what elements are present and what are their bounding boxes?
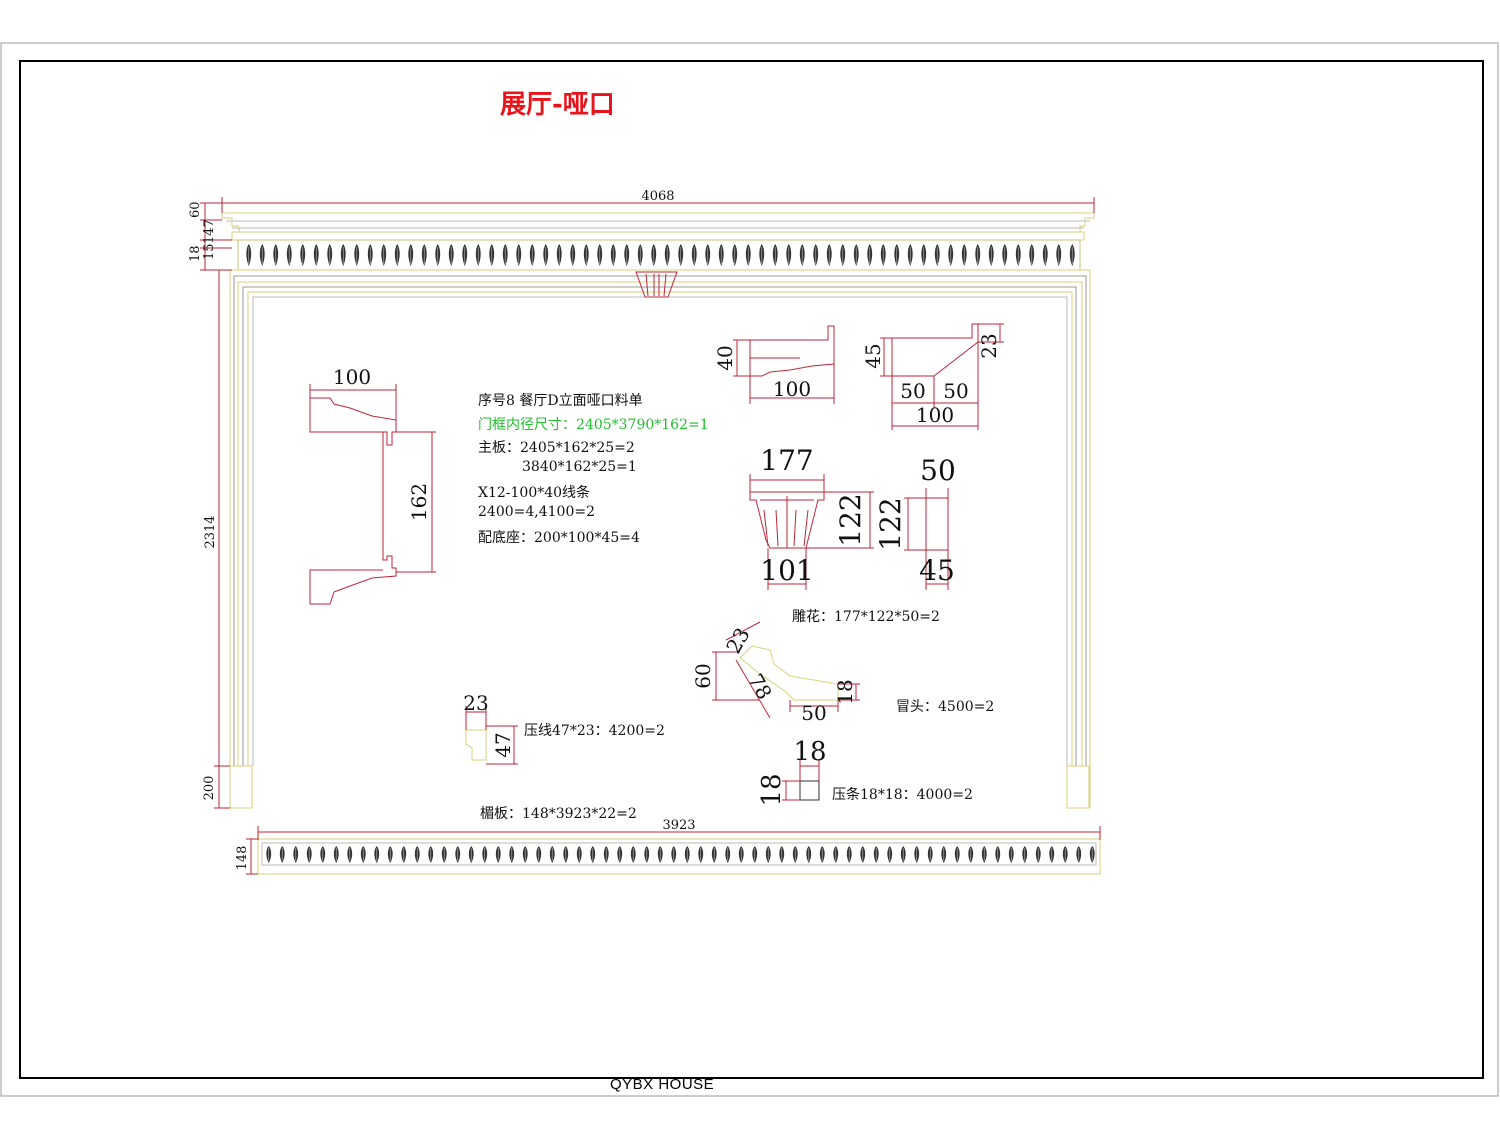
dim-bottom-width: 3923 (662, 818, 695, 833)
jamb-section (309, 384, 436, 605)
lintel-board (257, 838, 1101, 875)
carving-front (749, 474, 874, 590)
note-strip: 压条18*18：4000=2 (832, 787, 973, 803)
dim-base-w2: 50 (943, 379, 968, 403)
dim-strip-width: 18 (793, 737, 826, 767)
dim-line-height: 40 (713, 345, 737, 370)
dim-top-18: 18 (188, 245, 203, 262)
note-carving: 雕花：177*122*50=2 (792, 609, 940, 625)
footer-brand: QYBX HOUSE (610, 1076, 715, 1093)
dim-carving-side-top: 50 (920, 454, 956, 487)
dimension-labels: 4068 60 147 15 18 2314 200 3923 148 (188, 189, 696, 870)
dimension-lines (200, 197, 1101, 875)
dim-crown-18: 18 (833, 679, 857, 704)
base-block (880, 323, 1004, 430)
note-inner-size: 门框内径尺寸：2405*3790*162=1 (478, 417, 709, 433)
dim-press-width: 23 (463, 691, 488, 715)
strip-profile (782, 760, 820, 801)
dim-base-height: 200 (202, 776, 217, 801)
dim-press-height: 47 (491, 732, 515, 757)
dim-carving-side-height: 122 (874, 497, 907, 550)
note-line-qty: 2400=4,4100=2 (478, 504, 595, 520)
dim-base-total: 100 (916, 403, 954, 427)
dim-bottom-height: 148 (235, 846, 250, 871)
dim-side-height: 2314 (203, 515, 218, 548)
keystone-carving (635, 271, 678, 298)
drawing-title: 展厅-哑口 (500, 90, 615, 120)
line-profile (733, 325, 835, 404)
note-main-board-2: 3840*162*25=1 (522, 459, 637, 475)
dim-crown-78: 78 (743, 669, 777, 703)
note-main-board-1: 主板：2405*162*25=2 (478, 440, 635, 456)
dim-carving-top: 177 (760, 444, 813, 477)
outer-sheet-border (0, 42, 1499, 1097)
dim-base-height: 45 (861, 343, 885, 368)
note-lintel: 楣板：148*3923*22=2 (480, 806, 637, 822)
dim-base-notch: 23 (977, 333, 1001, 358)
note-crown: 冒头：4500=2 (896, 699, 995, 715)
note-press-line: 压线47*23：4200=2 (524, 723, 665, 739)
door-frame-elevation (221, 212, 1095, 809)
dim-top-147: 147 (202, 219, 217, 244)
dim-line-width: 100 (773, 377, 811, 401)
dim-top-15: 15 (202, 243, 217, 260)
crown-profile (712, 621, 860, 719)
dim-section-width: 100 (333, 365, 371, 389)
press-line-profile (465, 706, 518, 765)
dim-base-w1: 50 (900, 379, 925, 403)
note-order: 序号8 餐厅D立面哑口料单 (478, 393, 643, 409)
carving-side (904, 488, 949, 590)
dim-carving-side-bottom: 45 (919, 554, 955, 587)
note-line-spec: X12-100*40线条 (478, 485, 591, 501)
dim-carving-height: 122 (834, 493, 867, 546)
dim-carving-bottom: 101 (760, 554, 813, 587)
dim-crown-50: 50 (801, 701, 826, 725)
dim-top-width: 4068 (641, 189, 674, 204)
dim-top-60: 60 (188, 201, 203, 218)
dim-strip-height: 18 (757, 773, 787, 806)
dim-section-depth: 162 (407, 483, 431, 521)
inner-sheet-border (19, 60, 1484, 1079)
note-base: 配底座：200*100*45=4 (478, 530, 640, 546)
dim-crown-60: 60 (691, 663, 715, 688)
